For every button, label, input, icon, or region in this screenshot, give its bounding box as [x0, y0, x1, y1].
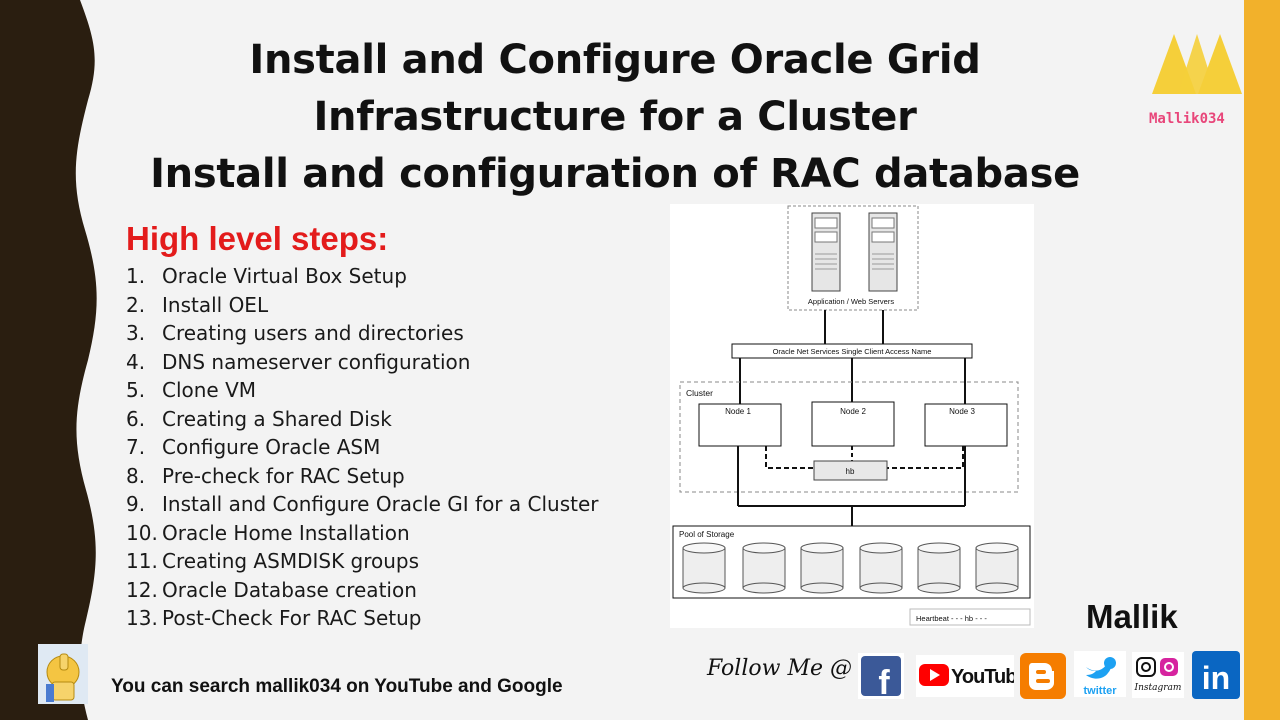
svg-text:in: in — [1202, 660, 1230, 696]
hb-label: hb — [846, 467, 855, 476]
youtube-icon[interactable]: YouTube — [916, 655, 1014, 697]
node-label: Node 3 — [949, 407, 975, 416]
list-item: 5.Clone VM — [126, 378, 257, 402]
title-line-3: Install and configuration of RAC databas… — [150, 151, 1080, 197]
cluster-label: Cluster — [686, 388, 713, 398]
disk-icon — [975, 542, 1019, 594]
list-item: 11.Creating ASMDISK groups — [126, 549, 420, 573]
svg-text:YouTube: YouTube — [951, 666, 1014, 688]
rac-architecture-diagram: Application / Web Servers Oracle Net Ser… — [670, 204, 1034, 628]
author-name: Mallik — [1086, 598, 1178, 635]
facebook-icon[interactable]: f — [858, 653, 904, 699]
svg-text:twitter: twitter — [1084, 685, 1118, 697]
mallik-logo-icon — [1152, 34, 1242, 94]
list-item: 2.Install OEL — [126, 292, 269, 317]
disk-icon — [800, 542, 844, 594]
instagram-icon[interactable]: Instagram — [1132, 652, 1184, 698]
list-item: 8.Pre-check for RAC Setup — [126, 463, 405, 488]
scan-label: Oracle Net Services Single Client Access… — [773, 347, 932, 356]
server-icon — [868, 212, 898, 292]
disk-icon — [742, 542, 786, 594]
node-box — [924, 403, 1008, 447]
thumbs-up-icon — [38, 644, 88, 704]
disk-icon — [859, 542, 903, 594]
node-label: Node 2 — [840, 407, 866, 416]
steps-list: 1.Oracle Virtual Box Setup 2.Install OEL… — [126, 262, 598, 633]
servers-label: Application / Web Servers — [808, 297, 894, 306]
list-item: 3.Creating users and directories — [126, 321, 464, 345]
node-box — [811, 401, 895, 447]
node-label: Node 1 — [725, 407, 751, 416]
svg-text:f: f — [878, 664, 890, 699]
list-item: 12.Oracle Database creation — [126, 577, 417, 602]
list-item: 4.DNS nameserver configuration — [126, 349, 471, 374]
disk-icon — [917, 542, 961, 594]
logo-text: Mallik034 — [1149, 111, 1225, 127]
left-decorative-band — [0, 0, 97, 720]
list-item: 10.Oracle Home Installation — [126, 520, 410, 545]
disk-icon — [682, 542, 726, 594]
right-accent-bar — [1244, 0, 1280, 720]
server-icon — [811, 212, 841, 292]
list-item: 9.Install and Configure Oracle GI for a … — [126, 492, 599, 516]
hb-box — [813, 460, 888, 481]
twitter-icon[interactable]: twitter — [1074, 651, 1126, 697]
list-item: 13.Post-Check For RAC Setup — [126, 606, 422, 630]
follow-me-label: Follow Me @ — [707, 656, 852, 681]
node-box — [698, 403, 782, 447]
slide-title: Install and Configure Oracle Grid Infras… — [140, 32, 1090, 203]
diagram-legend: Heartbeat - - - hb - - - — [916, 614, 987, 623]
title-line-1: Install and Configure Oracle Grid — [249, 37, 981, 83]
title-line-2: Infrastructure for a Cluster — [313, 94, 917, 140]
search-instruction: You can search mallik034 on YouTube and … — [111, 676, 563, 697]
storage-label: Pool of Storage — [679, 530, 735, 539]
servers-box — [787, 205, 919, 311]
list-item: 6.Creating a Shared Disk — [126, 406, 392, 431]
svg-text:Instagram: Instagram — [1134, 683, 1182, 693]
storage-box — [672, 525, 1031, 599]
steps-heading: High level steps: — [126, 220, 389, 257]
list-item: 7.Configure Oracle ASM — [126, 435, 381, 459]
list-item: 1.Oracle Virtual Box Setup — [126, 264, 407, 288]
linkedin-icon[interactable]: in — [1192, 651, 1240, 699]
cluster-box — [679, 381, 1019, 493]
blogger-icon[interactable] — [1020, 653, 1066, 699]
